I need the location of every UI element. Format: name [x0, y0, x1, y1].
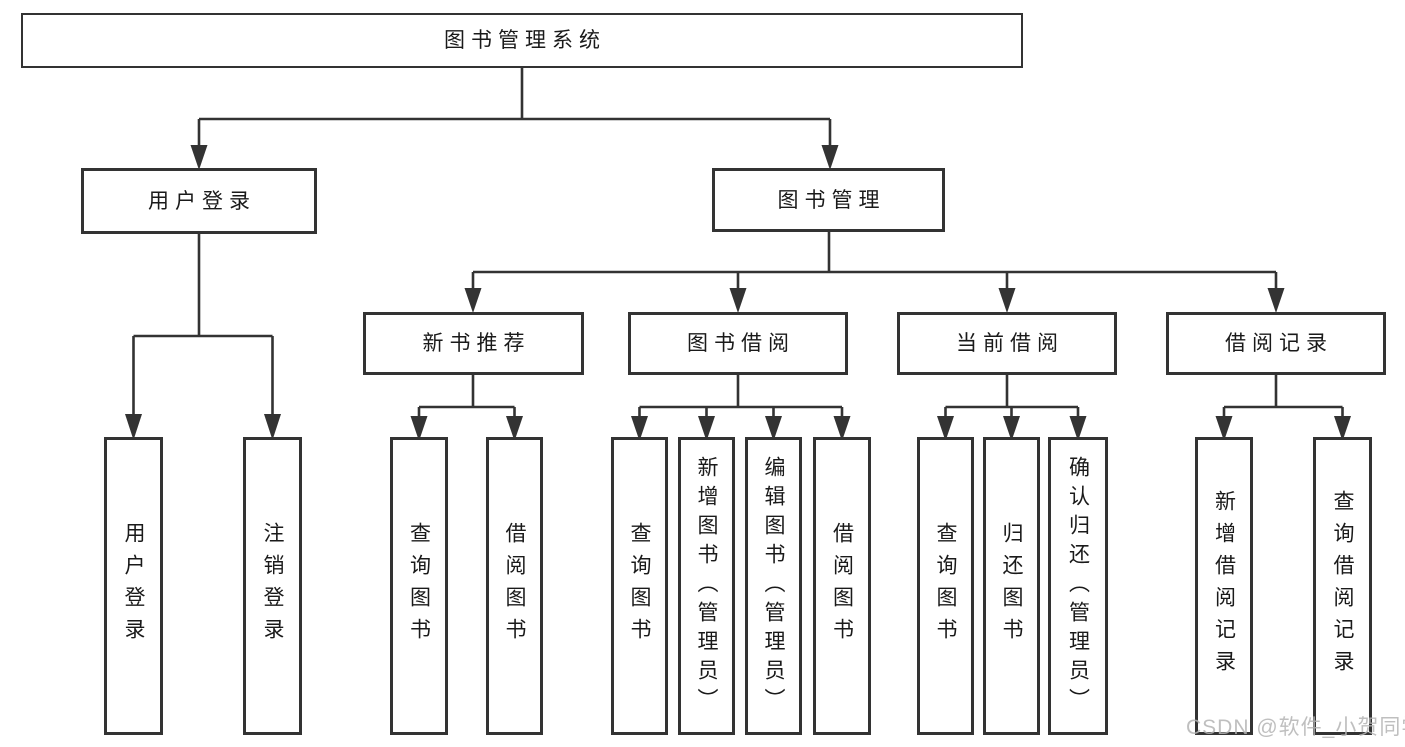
leaf-query-books-borrowing: 查询图书 [611, 437, 668, 735]
node-current-borrowing: 当前借阅 [897, 312, 1117, 375]
leaf-edit-book-admin: 编辑图书（管理员） [745, 437, 802, 735]
leaf-borrow-books: 借阅图书 [813, 437, 871, 735]
node-label: 查询借阅记录 [1331, 490, 1354, 682]
arrowhead [998, 288, 1016, 313]
node-book-borrowing: 图书借阅 [628, 312, 848, 375]
leaf-return-book: 归还图书 [983, 437, 1040, 735]
edge-root-to-level2 [190, 68, 839, 170]
node-label: 查询图书 [628, 522, 651, 650]
edge-borrow-records-to-leaves [1215, 375, 1351, 441]
edge-book-mgmt-to-level3 [464, 232, 1285, 313]
node-label: 归还图书 [1000, 522, 1023, 650]
leaf-user-login: 用户登录 [104, 437, 163, 735]
node-label: 查询图书 [407, 522, 431, 650]
edge-book-borrow-to-leaves [631, 375, 851, 441]
node-label: 当前借阅 [956, 332, 1064, 355]
arrowhead [190, 145, 208, 170]
leaf-add-borrow-record: 新增借阅记录 [1195, 437, 1253, 735]
node-label: 用户登录 [148, 189, 256, 213]
node-label: 新书推荐 [422, 332, 531, 355]
edge-current-borrow-to-leaves [937, 375, 1087, 441]
leaf-confirm-return-admin: 确认归还（管理员） [1048, 437, 1108, 735]
node-label: 编辑图书（管理员） [762, 455, 785, 717]
node-label: 查询图书 [934, 522, 957, 650]
edge-user-login-to-leaves [125, 234, 281, 440]
node-library-management-system: 图书管理系统 [21, 13, 1023, 68]
node-label: 借阅记录 [1225, 332, 1333, 355]
node-book-management: 图书管理 [712, 168, 945, 232]
node-label: 新增图书（管理员） [695, 455, 718, 717]
node-label: 注销登录 [261, 522, 284, 650]
node-label: 确认归还（管理员） [1066, 455, 1090, 717]
node-label: 借阅图书 [830, 522, 854, 650]
node-borrowing-records: 借阅记录 [1166, 312, 1386, 375]
arrowhead [1267, 288, 1285, 313]
node-label: 新增借阅记录 [1212, 490, 1236, 682]
node-label: 用户登录 [122, 522, 145, 650]
csdn-watermark: CSDN @软件_小贺同学 [1186, 716, 1405, 739]
leaf-add-book-admin: 新增图书（管理员） [678, 437, 735, 735]
edge-new-book-rec-to-leaves [410, 375, 523, 441]
leaf-query-books-current: 查询图书 [917, 437, 974, 735]
leaf-logout: 注销登录 [243, 437, 302, 735]
node-label: 图书管理 [777, 188, 886, 212]
leaf-query-books-recommend: 查询图书 [390, 437, 448, 735]
leaf-borrow-books-recommend: 借阅图书 [486, 437, 543, 735]
leaf-query-borrow-record: 查询借阅记录 [1313, 437, 1372, 735]
node-label: 借阅图书 [503, 522, 526, 650]
arrowhead [821, 145, 839, 170]
node-label: 图书借阅 [687, 332, 795, 355]
node-new-book-recommend: 新书推荐 [363, 312, 584, 375]
node-label: 图书管理系统 [444, 29, 606, 52]
arrowhead [729, 288, 747, 313]
node-user-login: 用户登录 [81, 168, 317, 234]
arrowhead [464, 288, 482, 313]
